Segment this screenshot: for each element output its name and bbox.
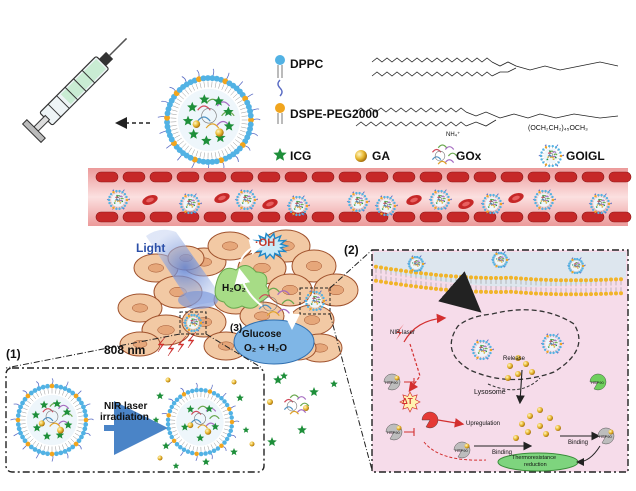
chemical-structures: [356, 58, 618, 126]
svg-text:HSP90: HSP90: [599, 434, 612, 439]
thermo-label-1: Thermoresistance: [512, 456, 556, 462]
goigl-nanoparticle-large: [158, 69, 260, 171]
binding-label-1: Binding: [492, 450, 512, 456]
legend-ga-label: GA: [372, 150, 390, 162]
legend-gox-label: GOx: [456, 150, 481, 162]
release-label: Release: [503, 356, 525, 362]
svg-text:HSP90: HSP90: [387, 430, 400, 435]
laser-808-label: 808 nm: [104, 344, 145, 356]
panel-1-arrow-label-1: NIR laser: [104, 402, 147, 412]
svg-text:HSP90: HSP90: [591, 380, 604, 385]
legend-dspe-label: DSPE-PEG2000: [290, 108, 379, 120]
binding-label-2: Binding: [568, 440, 588, 446]
blood-vessel: [88, 168, 631, 226]
oh-label: ·OH: [255, 238, 275, 249]
legend-goigl-label: GOIGL: [566, 150, 605, 162]
light-label: Light: [136, 242, 165, 254]
zoom-line-2b: [330, 314, 372, 470]
upregulation-label: Upregulation: [466, 421, 500, 427]
nir-laser-label: NIR laser: [390, 330, 415, 336]
delta-t-label: ΔT: [402, 398, 413, 406]
thermo-label-2: reduction: [524, 463, 547, 469]
o2-h2o-label: O₂ + H₂O: [244, 344, 287, 354]
step-3-label: (3): [230, 324, 242, 334]
syringe-icon: [23, 29, 136, 142]
panel-2-tag: (2): [344, 244, 359, 256]
legend-icg-label: ICG: [290, 150, 311, 162]
glucose-label: Glucose: [242, 330, 281, 340]
nh4-label: NH₄⁺: [446, 132, 460, 138]
svg-text:HSP90: HSP90: [455, 448, 468, 453]
glucose-blob: [234, 320, 314, 364]
legend-dppc-label: DPPC: [290, 58, 323, 70]
lysosome-label: Lysosome: [474, 389, 506, 396]
svg-text:HSP90: HSP90: [385, 380, 398, 385]
dspe-chain-label: (OCH₂CH₂)₄₅OCH₃: [528, 125, 588, 132]
panel-1-tag: (1): [6, 348, 21, 360]
h2o2-label: H₂O₂: [222, 284, 246, 294]
panel-1-arrow-label-2: irradiation: [100, 413, 149, 423]
